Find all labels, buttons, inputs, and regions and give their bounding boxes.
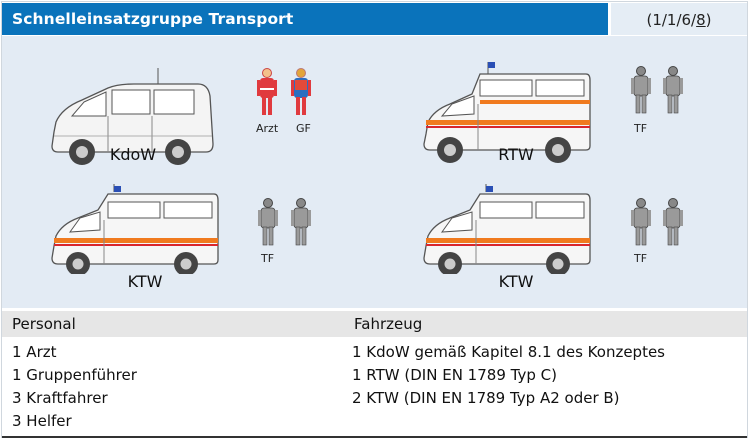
personal-row: 3 Kraftfahrer [12,389,108,407]
fahrzeug-row: 1 RTW (DIN EN 1789 Typ C) [352,366,557,384]
doctor-label: Arzt [256,122,279,135]
ktw-vehicle-illustration [423,184,591,274]
unit-code-box: (1/1/6/8) [611,3,747,35]
tf-label: TF [261,252,275,265]
ktw-label: KTW [127,272,163,291]
helper-figure-icon [663,66,683,114]
kdow-label: KdoW [109,145,157,164]
tf-label: TF [634,122,648,135]
group-leader-figure-icon [291,68,311,115]
helper-figure-icon [663,198,683,246]
page-title: Schnelleinsatzgruppe Transport [12,10,294,28]
tf-figure-icon [258,198,278,246]
tf-figure-icon [631,198,651,246]
group-leader-label: GF [296,122,311,135]
bottom-rule [2,436,747,438]
ktw-label: KTW [498,272,534,291]
title-bar: Schnelleinsatzgruppe Transport [2,3,608,35]
personal-header: Personal [12,315,76,333]
personal-row: 3 Helfer [12,412,72,430]
table-header: Personal Fahrzeug [2,311,747,337]
fahrzeug-row: 1 KdoW gemäß Kapitel 8.1 des Konzeptes [352,343,665,361]
doctor-figure-icon [257,68,277,115]
personal-row: 1 Gruppenführer [12,366,137,384]
fahrzeug-row: 2 KTW (DIN EN 1789 Typ A2 oder B) [352,389,620,407]
tf-figure-icon [631,66,651,114]
fahrzeug-header: Fahrzeug [354,315,423,333]
rtw-vehicle-illustration [423,62,591,163]
tf-label: TF [634,252,648,265]
helper-figure-icon [291,198,311,246]
personal-row: 1 Arzt [12,343,57,361]
rtw-label: RTW [498,145,534,164]
unit-code: (1/1/6/8) [646,11,712,29]
vehicle-panel: KdoW Arzt GF RTW [2,36,747,308]
kdow-vehicle-illustration [51,68,214,165]
ktw-vehicle-illustration [51,184,219,274]
